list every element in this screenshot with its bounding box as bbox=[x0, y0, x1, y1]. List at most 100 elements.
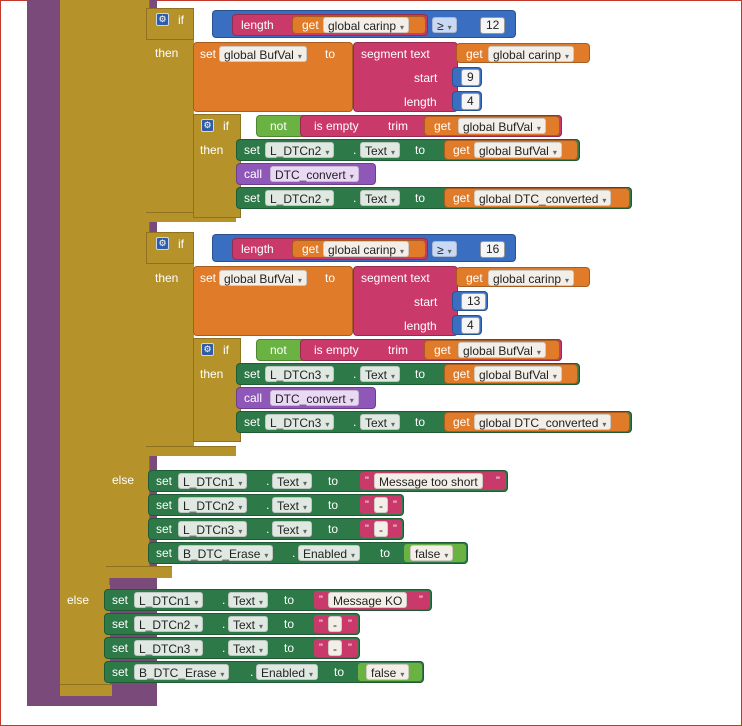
to-label-f4: to bbox=[334, 665, 345, 679]
component-dropdown-e2[interactable]: L_DTCn2▾ bbox=[178, 497, 248, 513]
property-dropdown-e1[interactable]: Text▾ bbox=[272, 473, 313, 489]
set-label-f3: set bbox=[112, 641, 129, 655]
property-dropdown-e2[interactable]: Text▾ bbox=[272, 497, 313, 513]
middle-if-bottom bbox=[106, 566, 172, 578]
chevron-down-icon: ▾ bbox=[238, 527, 243, 536]
chevron-down-icon: ▾ bbox=[349, 172, 354, 181]
operator-dropdown-a[interactable]: ≥▾ bbox=[432, 17, 457, 33]
outer-if-bottom bbox=[60, 684, 112, 696]
var-dropdown-a5[interactable]: global DTC_converted▾ bbox=[474, 190, 612, 206]
to-label-f3: to bbox=[284, 641, 295, 655]
logic-dropdown-f4[interactable]: false▾ bbox=[366, 664, 410, 680]
var-dropdown-bufval-b[interactable]: global BufVal▾ bbox=[219, 270, 307, 286]
get-label-b2: get bbox=[466, 271, 483, 285]
var-dropdown-a1[interactable]: global carinp▾ bbox=[323, 17, 410, 33]
dot-b1: . bbox=[353, 367, 357, 381]
chevron-down-icon: ▾ bbox=[194, 598, 199, 607]
string-value-f3[interactable]: - bbox=[328, 640, 342, 656]
property-dropdown-f4[interactable]: Enabled▾ bbox=[256, 664, 319, 680]
var-dropdown-bufval-a[interactable]: global BufVal▾ bbox=[219, 46, 307, 62]
segment-block-a[interactable] bbox=[353, 42, 458, 112]
property-dropdown-a2[interactable]: Text▾ bbox=[360, 190, 401, 206]
gear-icon[interactable]: ⚙ bbox=[201, 119, 214, 132]
chevron-down-icon: ▾ bbox=[400, 247, 405, 256]
to-label-b: to bbox=[325, 271, 336, 285]
logic-dropdown-e4[interactable]: false▾ bbox=[410, 545, 454, 561]
len-number-b[interactable]: 4 bbox=[461, 317, 480, 334]
property-dropdown-f1[interactable]: Text▾ bbox=[228, 592, 269, 608]
number-field-b[interactable]: 16 bbox=[480, 241, 506, 258]
string-value-e2[interactable]: - bbox=[374, 497, 388, 513]
var-dropdown-b1[interactable]: global carinp▾ bbox=[323, 241, 410, 257]
string-value-f1[interactable]: Message KO bbox=[328, 592, 408, 608]
chevron-down-icon: ▾ bbox=[391, 148, 396, 157]
var-dropdown-a2[interactable]: global carinp▾ bbox=[488, 46, 575, 62]
call-label-a: call bbox=[244, 167, 263, 181]
string-value-e1[interactable]: Message too short bbox=[374, 473, 483, 489]
call-label-b: call bbox=[244, 391, 263, 405]
var-dropdown-a3[interactable]: global BufVal▾ bbox=[458, 118, 546, 134]
chevron-down-icon: ▾ bbox=[400, 670, 405, 679]
component-dropdown-e4[interactable]: B_DTC_Erase▾ bbox=[178, 545, 274, 561]
component-dropdown-e1[interactable]: L_DTCn1▾ bbox=[178, 473, 248, 489]
quote-icon: " bbox=[319, 618, 323, 630]
chevron-down-icon: ▾ bbox=[303, 527, 308, 536]
component-dropdown-f3[interactable]: L_DTCn3▾ bbox=[134, 640, 204, 656]
component-dropdown-f2[interactable]: L_DTCn2▾ bbox=[134, 616, 204, 632]
var-dropdown-b5[interactable]: global DTC_converted▾ bbox=[474, 414, 612, 430]
chevron-down-icon: ▾ bbox=[349, 396, 354, 405]
is-empty-label-b: is empty bbox=[314, 343, 359, 357]
start-label-b: start bbox=[414, 295, 438, 309]
chevron-down-icon: ▾ bbox=[391, 420, 396, 429]
chevron-down-icon: ▾ bbox=[602, 196, 607, 205]
property-dropdown-a1[interactable]: Text▾ bbox=[360, 142, 401, 158]
chevron-down-icon: ▾ bbox=[194, 646, 199, 655]
component-dropdown-b2[interactable]: L_DTCn3▾ bbox=[265, 414, 335, 430]
var-dropdown-b4[interactable]: global BufVal▾ bbox=[474, 366, 562, 382]
start-number-b[interactable]: 13 bbox=[461, 293, 487, 310]
component-dropdown-a1[interactable]: L_DTCn2▾ bbox=[265, 142, 335, 158]
property-dropdown-f2[interactable]: Text▾ bbox=[228, 616, 269, 632]
chevron-down-icon: ▾ bbox=[602, 420, 607, 429]
property-dropdown-b1[interactable]: Text▾ bbox=[360, 366, 401, 382]
component-dropdown-b1[interactable]: L_DTCn3▾ bbox=[265, 366, 335, 382]
number-field-a[interactable]: 12 bbox=[480, 17, 506, 34]
chevron-down-icon: ▾ bbox=[303, 479, 308, 488]
quote-icon: " bbox=[319, 594, 323, 606]
chevron-down-icon: ▾ bbox=[536, 348, 541, 357]
procedure-dropdown-a[interactable]: DTC_convert▾ bbox=[270, 166, 359, 182]
if-block-a-bottom bbox=[146, 212, 236, 222]
gear-icon[interactable]: ⚙ bbox=[156, 237, 169, 250]
property-dropdown-e3[interactable]: Text▾ bbox=[272, 521, 313, 537]
property-dropdown-e4[interactable]: Enabled▾ bbox=[298, 545, 361, 561]
string-value-e3[interactable]: - bbox=[374, 521, 388, 537]
string-value-f2[interactable]: - bbox=[328, 616, 342, 632]
property-dropdown-b2[interactable]: Text▾ bbox=[360, 414, 401, 430]
component-dropdown-e3[interactable]: L_DTCn3▾ bbox=[178, 521, 248, 537]
to-label-e3: to bbox=[328, 522, 339, 536]
procedure-dropdown-b[interactable]: DTC_convert▾ bbox=[270, 390, 359, 406]
chevron-down-icon: ▾ bbox=[391, 372, 396, 381]
component-dropdown-a2[interactable]: L_DTCn2▾ bbox=[265, 190, 335, 206]
dot-a1: . bbox=[353, 143, 357, 157]
len-number-a[interactable]: 4 bbox=[461, 93, 480, 110]
operator-dropdown-b[interactable]: ≥▾ bbox=[432, 241, 457, 257]
middle-if-block[interactable] bbox=[106, 0, 150, 578]
if-block-b[interactable] bbox=[146, 232, 194, 264]
to-label-e1: to bbox=[328, 474, 339, 488]
inner-if-label-b: if bbox=[223, 343, 229, 357]
set-label-b: set bbox=[200, 271, 217, 285]
inner-then-label-a: then bbox=[200, 143, 224, 157]
component-dropdown-f4[interactable]: B_DTC_Erase▾ bbox=[134, 664, 230, 680]
dot-f3: . bbox=[222, 641, 226, 655]
gear-icon[interactable]: ⚙ bbox=[201, 343, 214, 356]
component-dropdown-f1[interactable]: L_DTCn1▾ bbox=[134, 592, 204, 608]
if-block-a[interactable] bbox=[146, 8, 194, 40]
var-dropdown-b3[interactable]: global BufVal▾ bbox=[458, 342, 546, 358]
var-dropdown-b2[interactable]: global carinp▾ bbox=[488, 270, 575, 286]
start-number-a[interactable]: 9 bbox=[461, 69, 480, 86]
property-dropdown-f3[interactable]: Text▾ bbox=[228, 640, 269, 656]
outer-if-block[interactable] bbox=[60, 0, 110, 696]
var-dropdown-a4[interactable]: global BufVal▾ bbox=[474, 142, 562, 158]
gear-icon[interactable]: ⚙ bbox=[156, 13, 169, 26]
